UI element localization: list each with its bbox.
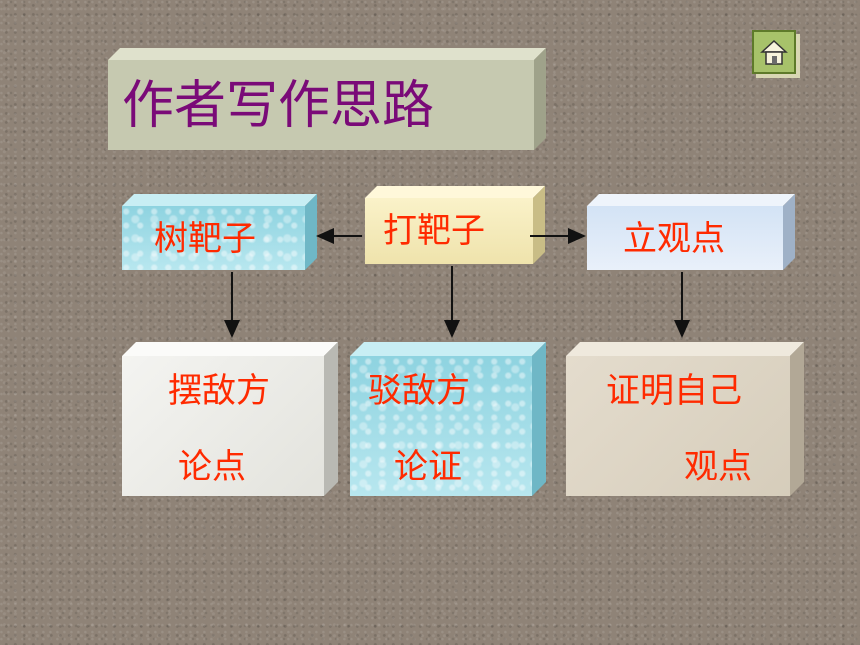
- title-block-top: [108, 48, 546, 60]
- page-title: 作者写作思路: [122, 76, 435, 136]
- home-icon: [760, 39, 788, 65]
- node-label-line1: 证明自己: [606, 371, 742, 411]
- node-label-line2: 观点: [684, 447, 752, 487]
- node-label-line2: 论证: [394, 447, 462, 487]
- home-button[interactable]: [752, 30, 796, 74]
- node-label-line1: 摆敌方: [168, 371, 270, 411]
- node-label-line2: 论点: [178, 447, 246, 487]
- node-label: 打靶子: [383, 211, 485, 251]
- title-block-side: [534, 48, 546, 150]
- node-label: 立观点: [623, 219, 725, 259]
- node-label-line1: 驳敌方: [368, 371, 470, 411]
- title-block-face: [108, 60, 534, 150]
- node-label: 树靶子: [154, 219, 256, 259]
